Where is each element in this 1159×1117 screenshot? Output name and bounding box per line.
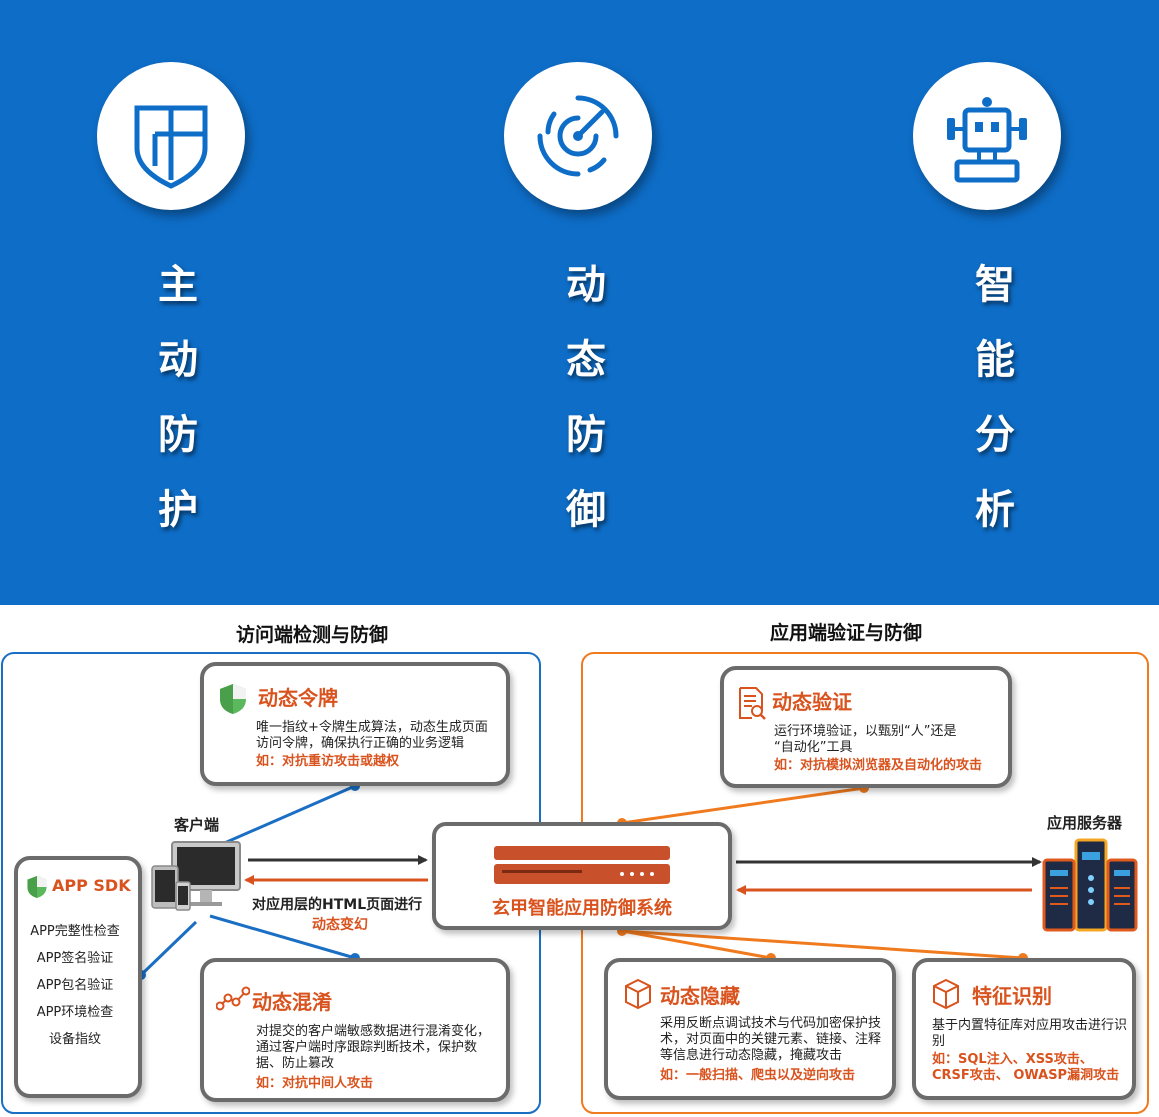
verify-card: 动态验证 运行环境验证，以甄别“人”还是 “自动化”工具 如：对抗模拟浏览器及自… <box>720 666 1012 788</box>
sdk-item-signature: APP签名验证 <box>36 951 114 966</box>
client-label: 客户端 <box>174 816 220 834</box>
signature-text: 基于内置特征库对应用攻击进行识别 <box>932 1018 1128 1049</box>
shield-check-icon <box>27 876 47 898</box>
token-note: 如：对抗重访攻击或越权 <box>256 754 400 769</box>
signature-card: 特征识别 基于内置特征库对应用攻击进行识别 如：SQL注入、XSS攻击、 CRS… <box>912 958 1136 1100</box>
center-system-label: 玄甲智能应用防御系统 <box>492 898 672 919</box>
signature-note-line1: 如：SQL注入、XSS攻击、 <box>932 1052 1093 1067</box>
center-system-box: 玄甲智能应用防御系统 <box>432 822 732 930</box>
robot-icon <box>947 97 1027 183</box>
client-devices-icon <box>151 841 241 911</box>
signature-title: 特征识别 <box>972 984 1052 1008</box>
right-section-title: 应用端验证与防御 <box>770 622 923 644</box>
server-icon <box>1042 838 1138 932</box>
feature-2-title: 动 态 防 御 <box>566 262 606 533</box>
radar-icon <box>537 95 619 177</box>
cube-icon <box>933 978 959 1010</box>
verify-title: 动态验证 <box>772 690 852 714</box>
app-sdk-card: APP SDK APP完整性检查 APP签名验证 APP包名验证 APP环境检查… <box>14 856 142 1098</box>
obfuscation-title: 动态混淆 <box>252 990 332 1014</box>
feature-1-title: 主 动 防 护 <box>158 262 198 533</box>
sdk-item-package: APP包名验证 <box>36 978 114 993</box>
html-note-line1: 对应用层的HTML页面进行 <box>252 897 423 913</box>
obfuscation-card: 动态混淆 对提交的客户端敏感数据进行混淆变化，通过客户端时序跟踪判断技术，保护数… <box>200 958 510 1102</box>
token-text: 唯一指纹+令牌生成算法，动态生成页面访问令牌，确保执行正确的业务逻辑 <box>256 720 488 751</box>
sdk-item-fingerprint: 设备指纹 <box>48 1032 101 1047</box>
server-label: 应用服务器 <box>1047 814 1123 832</box>
sdk-item-environment: APP环境检查 <box>36 1005 114 1020</box>
token-title: 动态令牌 <box>258 686 338 710</box>
cube-icon <box>625 978 651 1010</box>
feature-2-icon-circle <box>504 62 652 210</box>
shield-icon <box>134 105 208 189</box>
hide-note: 如：一般扫描、爬虫以及逆向攻击 <box>660 1068 856 1083</box>
feature-1-icon-circle <box>97 62 245 210</box>
hero-banner: 主 动 防 护 动 态 防 御 <box>0 0 1159 605</box>
obfuscation-text: 对提交的客户端敏感数据进行混淆变化，通过客户端时序跟踪判断技术，保护数据、防止篡… <box>256 1024 491 1071</box>
obfuscation-note: 如：对抗中间人攻击 <box>256 1076 374 1091</box>
document-search-icon <box>739 687 766 720</box>
hide-title: 动态隐藏 <box>660 984 740 1008</box>
feature-3-title: 智 能 分 析 <box>975 262 1015 533</box>
verify-note: 如：对抗模拟浏览器及自动化的攻击 <box>774 758 983 773</box>
firewall-appliance-icon <box>494 846 670 884</box>
signature-note-line2: CRSF攻击、 OWASP漏洞攻击 <box>932 1068 1120 1083</box>
html-note-line2: 动态变幻 <box>312 917 368 933</box>
shield-check-icon <box>220 684 246 714</box>
graph-nodes-icon <box>216 986 250 1011</box>
hide-card: 动态隐藏 采用反断点调试技术与代码加密保护技术，对页面中的关键元素、链接、注释等… <box>604 958 896 1100</box>
hide-text: 采用反断点调试技术与代码加密保护技术，对页面中的关键元素、链接、注释等信息进行动… <box>660 1016 882 1063</box>
app-sdk-title: APP SDK <box>52 876 131 895</box>
feature-3-icon-circle <box>913 62 1061 210</box>
left-section-title: 访问端检测与防御 <box>236 624 389 646</box>
token-card: 动态令牌 唯一指纹+令牌生成算法，动态生成页面访问令牌，确保执行正确的业务逻辑 … <box>200 662 510 786</box>
verify-text-line1: 运行环境验证，以甄别“人”还是 <box>774 724 957 739</box>
verify-text-line2: “自动化”工具 <box>774 740 853 755</box>
sdk-item-integrity: APP完整性检查 <box>30 924 120 939</box>
